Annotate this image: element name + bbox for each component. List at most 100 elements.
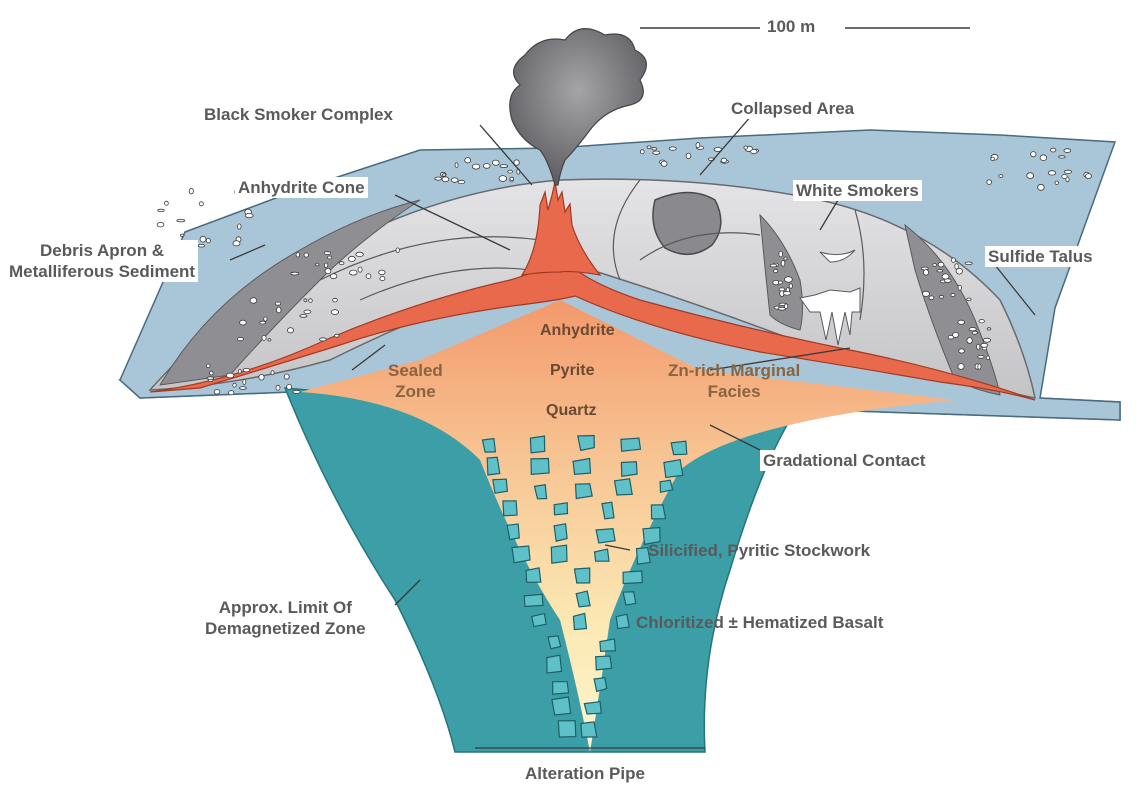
debris-fragment <box>288 328 294 333</box>
debris-fragment <box>967 298 971 301</box>
debris-fragment <box>1027 173 1034 179</box>
debris-fragment <box>356 252 364 256</box>
stockwork-clast <box>530 436 544 453</box>
stockwork-clast <box>623 571 642 584</box>
debris-fragment <box>965 262 972 265</box>
stockwork-clast <box>575 568 590 583</box>
stockwork-clast <box>493 479 508 493</box>
debris-fragment <box>1066 177 1069 182</box>
debris-fragment <box>260 321 266 324</box>
stockwork-clast <box>615 479 633 495</box>
stockwork-clast <box>600 639 616 652</box>
debris-fragment <box>652 148 657 151</box>
stockwork-clast <box>621 462 637 477</box>
stockwork-clast <box>596 656 612 670</box>
stockwork-clast <box>576 591 590 607</box>
stockwork-clast <box>623 592 636 605</box>
debris-fragment <box>977 344 980 349</box>
debris-fragment <box>259 375 264 381</box>
debris-fragment <box>978 364 981 369</box>
stockwork-clast <box>524 594 543 606</box>
debris-fragment <box>779 251 783 257</box>
label-sealed-zone-line2: Zone <box>388 381 443 402</box>
debris-fragment <box>243 368 250 371</box>
debris-fragment <box>198 244 204 247</box>
stockwork-clast <box>616 614 629 628</box>
debris-fragment <box>929 296 934 300</box>
debris-fragment <box>240 387 247 390</box>
debris-fragment <box>284 374 289 379</box>
debris-fragment <box>1059 156 1066 158</box>
debris-fragment <box>348 256 355 261</box>
debris-fragment <box>268 339 271 341</box>
debris-fragment <box>158 209 164 211</box>
stockwork-clast <box>595 549 610 561</box>
stockwork-clast <box>671 441 687 454</box>
debris-fragment <box>784 304 787 309</box>
stockwork-clast <box>548 636 561 649</box>
stockwork-clast <box>532 614 547 627</box>
debris-fragment <box>959 349 965 353</box>
debris-fragment <box>199 202 203 206</box>
debris-fragment <box>978 355 984 358</box>
debris-fragment <box>275 302 281 305</box>
debris-fragment <box>991 157 995 160</box>
debris-fragment <box>472 164 479 169</box>
debris-fragment <box>952 258 956 263</box>
debris-fragment <box>226 373 234 378</box>
stockwork-clast <box>602 502 614 519</box>
scale-label: 100 m <box>764 16 818 37</box>
debris-fragment <box>330 274 337 279</box>
stockwork-clast <box>581 722 597 737</box>
stockwork-clast <box>487 457 500 475</box>
debris-fragment <box>455 163 458 168</box>
debris-fragment <box>686 153 691 158</box>
stockwork-clast <box>483 439 496 453</box>
debris-fragment <box>165 201 169 205</box>
debris-fragment <box>987 328 991 330</box>
debris-fragment <box>206 364 210 368</box>
debris-fragment <box>510 177 514 180</box>
debris-fragment <box>774 269 778 273</box>
debris-fragment <box>721 158 726 162</box>
stockwork-clast <box>664 460 683 478</box>
debris-fragment <box>981 343 988 347</box>
label-chloritized-basalt: Chloritized ± Hematized Basalt <box>636 612 883 633</box>
debris-fragment <box>647 146 651 149</box>
debris-fragment <box>979 320 984 323</box>
debris-fragment <box>500 165 508 168</box>
debris-fragment <box>309 299 313 303</box>
debris-fragment <box>465 158 471 163</box>
debris-fragment <box>653 151 660 154</box>
debris-fragment <box>483 164 490 169</box>
label-debris-apron-line2: Metalliferous Sediment <box>9 261 195 282</box>
stockwork-clast <box>660 480 673 492</box>
label-silicified-stockwork: Silicified, Pyritic Stockwork <box>648 540 870 561</box>
debris-fragment <box>744 146 748 149</box>
debris-fragment <box>380 277 385 281</box>
debris-fragment <box>214 390 220 395</box>
debris-fragment <box>331 310 338 315</box>
debris-fragment <box>781 261 785 267</box>
stockwork-clast <box>503 501 517 516</box>
debris-fragment <box>293 390 301 393</box>
debris-fragment <box>324 252 330 255</box>
stockwork-clast <box>553 682 569 695</box>
stockwork-clast <box>594 678 607 692</box>
debris-fragment <box>237 338 243 341</box>
debris-fragment <box>783 292 791 296</box>
debris-fragment <box>316 263 319 266</box>
debris-fragment <box>669 147 676 150</box>
debris-fragment <box>229 391 234 395</box>
stockwork-clast <box>573 459 590 475</box>
debris-fragment <box>923 270 928 276</box>
debris-fragment <box>189 188 193 194</box>
label-sealed-zone: Sealed Zone <box>388 360 443 402</box>
debris-fragment <box>789 284 792 289</box>
collapsed-area-pit <box>653 193 721 255</box>
label-zn-rich-line1: Zn-rich Marginal <box>668 360 800 381</box>
debris-fragment <box>1051 148 1056 152</box>
debris-fragment <box>238 224 242 229</box>
debris-fragment <box>492 160 499 165</box>
